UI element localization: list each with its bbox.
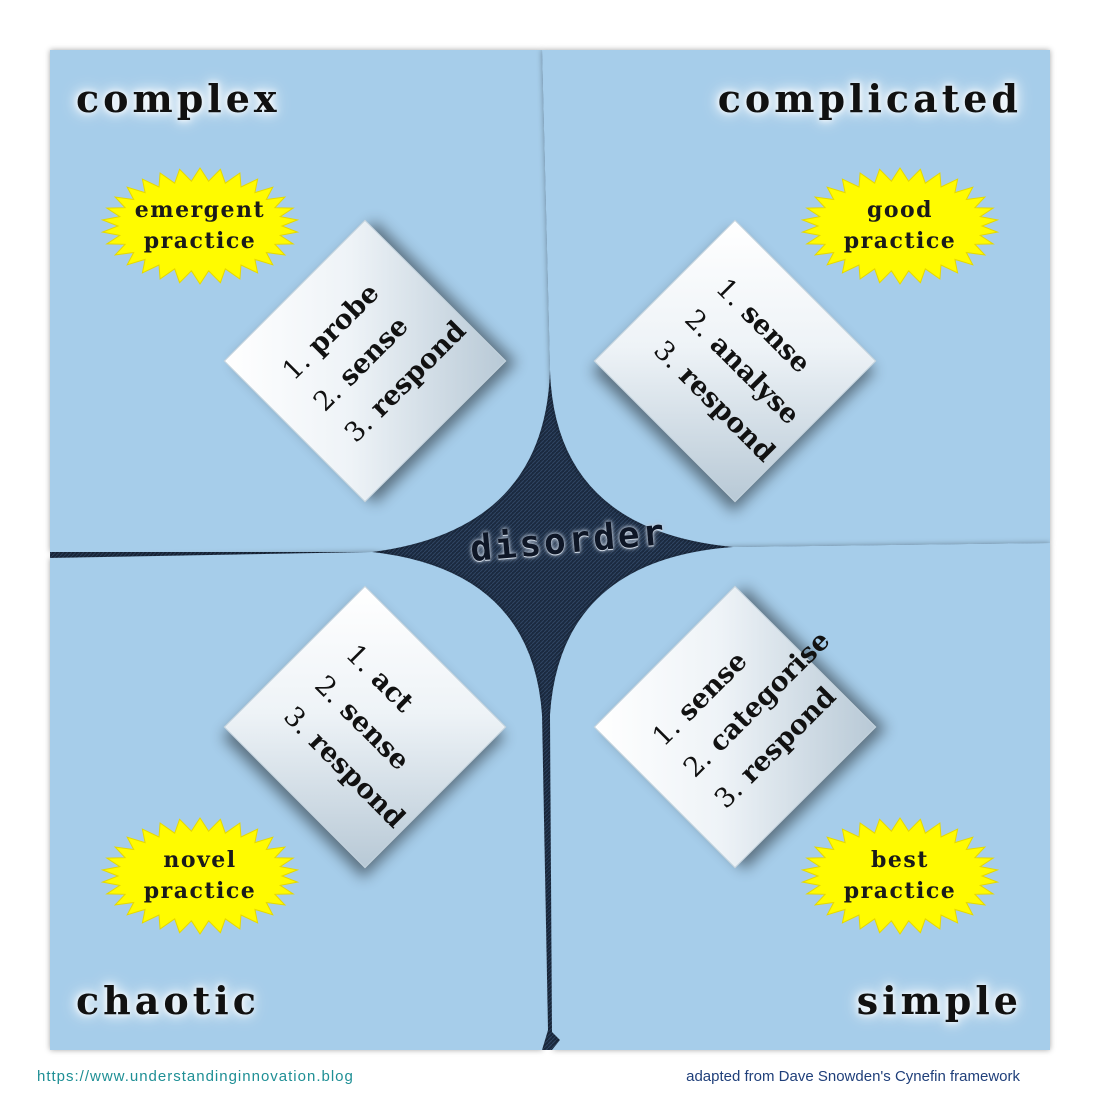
practice-label-line1: best bbox=[871, 847, 929, 873]
step-number: 2. bbox=[677, 743, 718, 784]
footer-url: https://www.understandinginnovation.blog bbox=[37, 1068, 354, 1085]
domain-title-complex: complex bbox=[76, 76, 281, 121]
practice-label-line2: practice bbox=[143, 878, 257, 904]
starburst-shape bbox=[800, 817, 1000, 935]
practice-label-line1: emergent bbox=[134, 197, 266, 223]
starburst-polygon bbox=[100, 167, 300, 285]
step-number: 2. bbox=[308, 669, 349, 710]
starburst-shape bbox=[800, 167, 1000, 285]
starburst-polygon bbox=[800, 817, 1000, 935]
step-number: 2. bbox=[307, 377, 348, 418]
practice-label-line1: novel bbox=[163, 847, 237, 873]
step-number: 1. bbox=[646, 712, 687, 753]
practice-starburst-chaotic: novel practice bbox=[100, 816, 300, 936]
starburst-shape bbox=[100, 817, 300, 935]
starburst-polygon bbox=[800, 167, 1000, 285]
starburst-shape bbox=[100, 167, 300, 285]
step-number: 3. bbox=[277, 700, 318, 741]
step-number: 1. bbox=[276, 346, 317, 387]
step-number: 3. bbox=[708, 774, 749, 815]
practice-starburst-complex: emergent practice bbox=[100, 166, 300, 286]
domain-title-complicated: complicated bbox=[717, 76, 1022, 121]
practice-label-line2: practice bbox=[143, 228, 257, 254]
practice-label-line1: good bbox=[866, 197, 934, 223]
practice-label-line2: practice bbox=[843, 878, 957, 904]
domain-title-simple: simple bbox=[856, 978, 1022, 1023]
domain-title-chaotic: chaotic bbox=[76, 978, 260, 1023]
step-number: 3. bbox=[338, 408, 379, 449]
step-number: 2. bbox=[678, 303, 719, 344]
practice-label-line2: practice bbox=[843, 228, 957, 254]
practice-starburst-complicated: good practice bbox=[800, 166, 1000, 286]
step-number: 1. bbox=[709, 272, 750, 313]
footer-credit: adapted from Dave Snowden's Cynefin fram… bbox=[686, 1068, 1020, 1085]
step-number: 3. bbox=[647, 334, 688, 375]
practice-starburst-simple: best practice bbox=[800, 816, 1000, 936]
starburst-polygon bbox=[100, 817, 300, 935]
step-number: 1. bbox=[339, 638, 380, 679]
